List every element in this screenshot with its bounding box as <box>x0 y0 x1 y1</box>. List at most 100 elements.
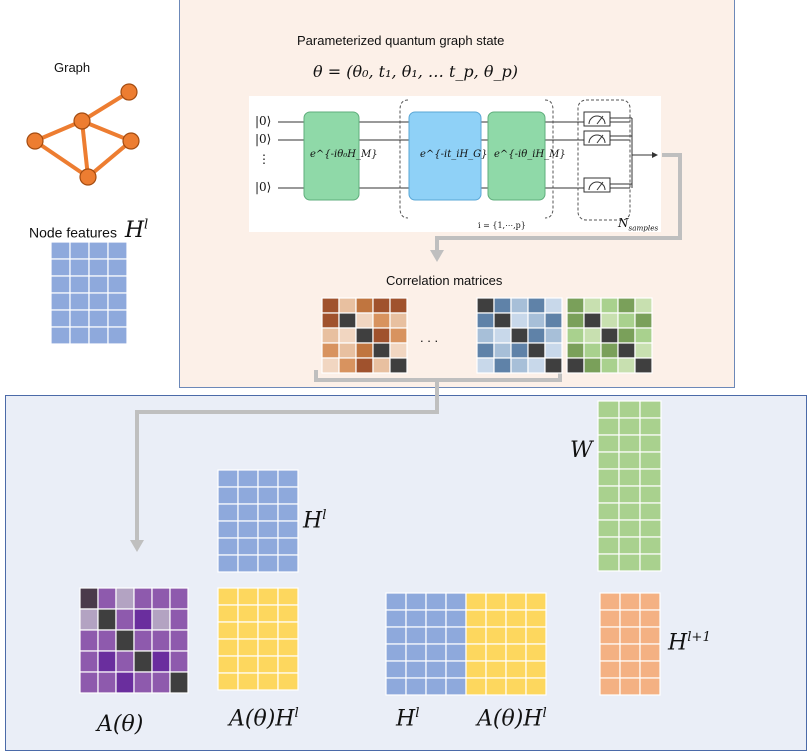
matrix-cell <box>485 592 507 611</box>
arrowhead-down-1 <box>430 250 444 262</box>
matrix-cell <box>510 357 529 374</box>
matrix-cell <box>599 677 621 696</box>
matrix-cell <box>465 677 487 696</box>
matrix-cell <box>97 650 117 673</box>
matrix-cell <box>639 519 662 538</box>
matrix-cell <box>355 357 374 374</box>
matrix-cell <box>639 626 661 645</box>
matrix-cell <box>510 342 529 359</box>
matrix-cell <box>425 643 447 662</box>
matrix-cell <box>277 520 299 539</box>
matrix-cell <box>525 660 547 679</box>
graph-nodes <box>26 83 140 186</box>
index-range-label: i = {1,⋯,p} <box>478 221 526 230</box>
matrix-cell <box>277 655 299 674</box>
matrix-cell <box>257 469 279 488</box>
H-label: Hl <box>303 508 326 533</box>
measurement-bracket <box>577 99 631 221</box>
repeat-bracket-right <box>544 99 554 219</box>
correlation-matrix-green <box>566 297 653 374</box>
matrix-cell <box>372 297 391 314</box>
matrix-cell <box>476 297 495 314</box>
matrix-cell <box>405 677 427 696</box>
H-next-sup: l+1 <box>687 630 711 645</box>
matrix-cell <box>277 638 299 657</box>
output-arrowhead <box>652 152 658 158</box>
matrix-cell <box>97 587 117 610</box>
matrix-cell <box>115 671 135 694</box>
matrix-cell <box>237 604 259 623</box>
matrix-cell <box>107 292 128 311</box>
matrix-cell <box>597 400 620 419</box>
matrix-cell <box>476 312 495 329</box>
matrix-cell <box>600 327 619 344</box>
matrix-cell <box>425 592 447 611</box>
concat-H-label: Hl <box>396 706 419 731</box>
matrix-cell <box>634 357 653 374</box>
matrix-cell <box>217 537 239 556</box>
matrix-cell <box>405 609 427 628</box>
matrix-cell <box>385 677 407 696</box>
matrix-cell <box>107 326 128 345</box>
matrix-cell <box>385 592 407 611</box>
matrix-cell <box>639 434 662 453</box>
gate-label-cost: e^{-it_iH_G} <box>420 149 488 160</box>
matrix-cell <box>257 604 279 623</box>
matrix-cell <box>237 638 259 657</box>
matrix-cell <box>618 417 641 436</box>
matrix-cell <box>237 537 259 556</box>
matrix-cell <box>151 629 171 652</box>
matrix-cell <box>50 258 71 277</box>
matrix-cell <box>237 486 259 505</box>
matrix-cell <box>88 258 109 277</box>
correlation-label: Correlation matrices <box>386 273 503 288</box>
matrix-cell <box>634 327 653 344</box>
matrix-cell <box>619 592 641 611</box>
A-theta-H-sup: l <box>294 706 299 721</box>
matrix-cell <box>169 629 189 652</box>
correlation-ellipsis: . . . <box>420 330 439 345</box>
matrix-cell <box>257 638 279 657</box>
matrix-cell <box>133 629 153 652</box>
matrix-cell <box>405 643 427 662</box>
concat-AH-text: A(θ)H <box>477 706 543 732</box>
matrix-cell <box>599 626 621 645</box>
matrix-cell <box>50 326 71 345</box>
matrix-cell <box>257 537 279 556</box>
matrix-cell <box>619 677 641 696</box>
matrix-cell <box>445 643 467 662</box>
matrix-cell <box>217 587 239 606</box>
matrix-cell <box>133 608 153 631</box>
matrix-cell <box>510 312 529 329</box>
matrix-cell <box>599 643 621 662</box>
matrix-cell <box>527 357 546 374</box>
matrix-cell <box>619 660 641 679</box>
matrix-cell <box>600 357 619 374</box>
matrix-cell <box>257 587 279 606</box>
matrix-cell <box>69 326 90 345</box>
matrix-cell <box>639 468 662 487</box>
matrix-cell <box>151 587 171 610</box>
matrix-cell <box>107 241 128 260</box>
matrix-cell <box>525 677 547 696</box>
ket-n: |0⟩ <box>255 180 272 194</box>
matrix-cell <box>372 357 391 374</box>
matrix-cell <box>445 660 467 679</box>
matrix-cell <box>544 357 563 374</box>
matrix-cell <box>639 643 661 662</box>
matrix-cell <box>425 677 447 696</box>
theta-equation: θ = (θ₀, t₁, θ₁, … t_p, θ_p) <box>313 62 518 81</box>
matrix-cell <box>583 327 602 344</box>
matrix-cell <box>544 312 563 329</box>
matrix-cell <box>355 327 374 344</box>
matrix-cell <box>476 357 495 374</box>
matrix-cell <box>217 604 239 623</box>
matrix-cell <box>338 327 357 344</box>
matrix-cell <box>465 643 487 662</box>
matrix-cell <box>597 536 620 555</box>
matrix-cell <box>425 626 447 645</box>
mixer-gate-initial <box>303 111 360 201</box>
matrix-cell <box>50 309 71 328</box>
matrix-cell <box>389 342 408 359</box>
matrix-cell <box>505 626 527 645</box>
